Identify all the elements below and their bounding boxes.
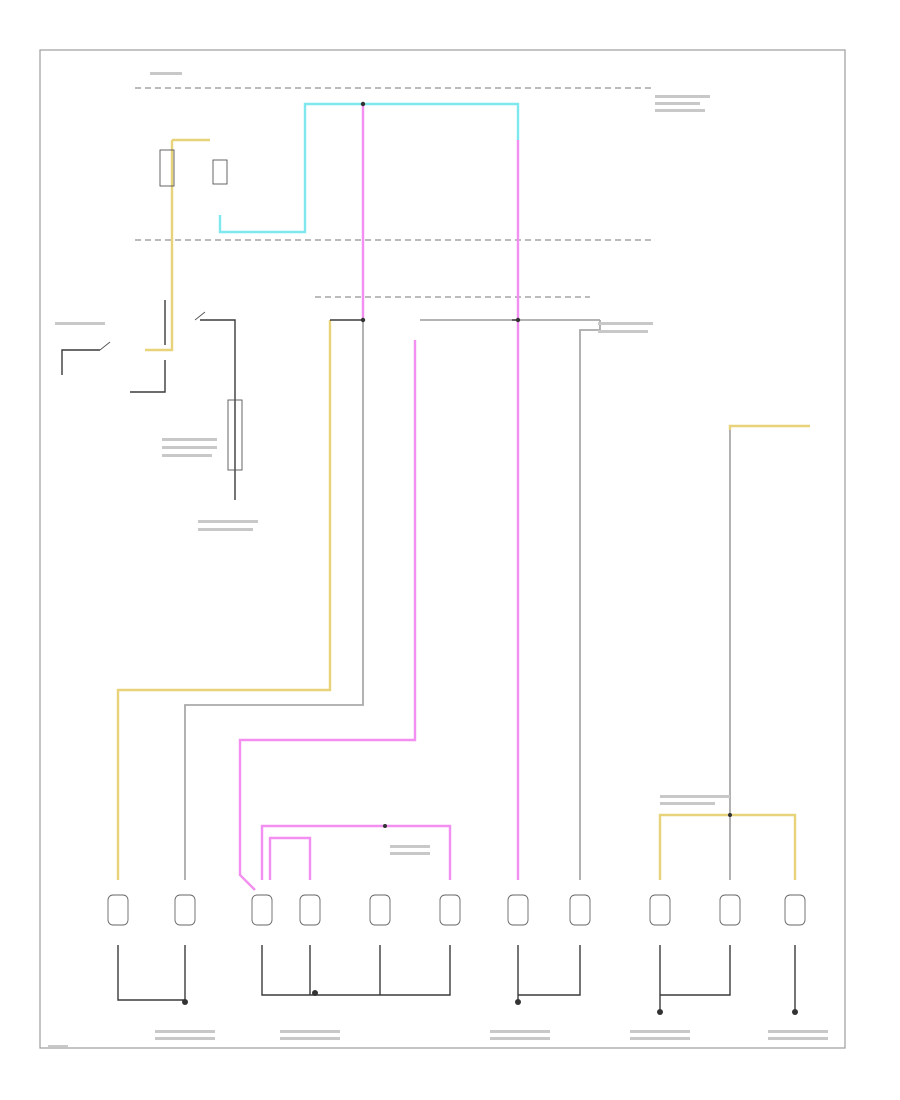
- diagram-frame: [39, 49, 846, 1049]
- relay-symbols: [99, 149, 243, 471]
- ground-symbols: [182, 101, 798, 1015]
- lamp-symbols: [107, 894, 806, 926]
- cyan-wire: [218, 102, 520, 234]
- dashed-boundaries: [135, 87, 655, 298]
- pink-wires: [238, 104, 520, 891]
- dark-wires: [61, 300, 796, 1010]
- yellow-wires: [116, 138, 810, 880]
- gray-wires: [184, 319, 731, 880]
- label-blocks: [48, 72, 828, 1047]
